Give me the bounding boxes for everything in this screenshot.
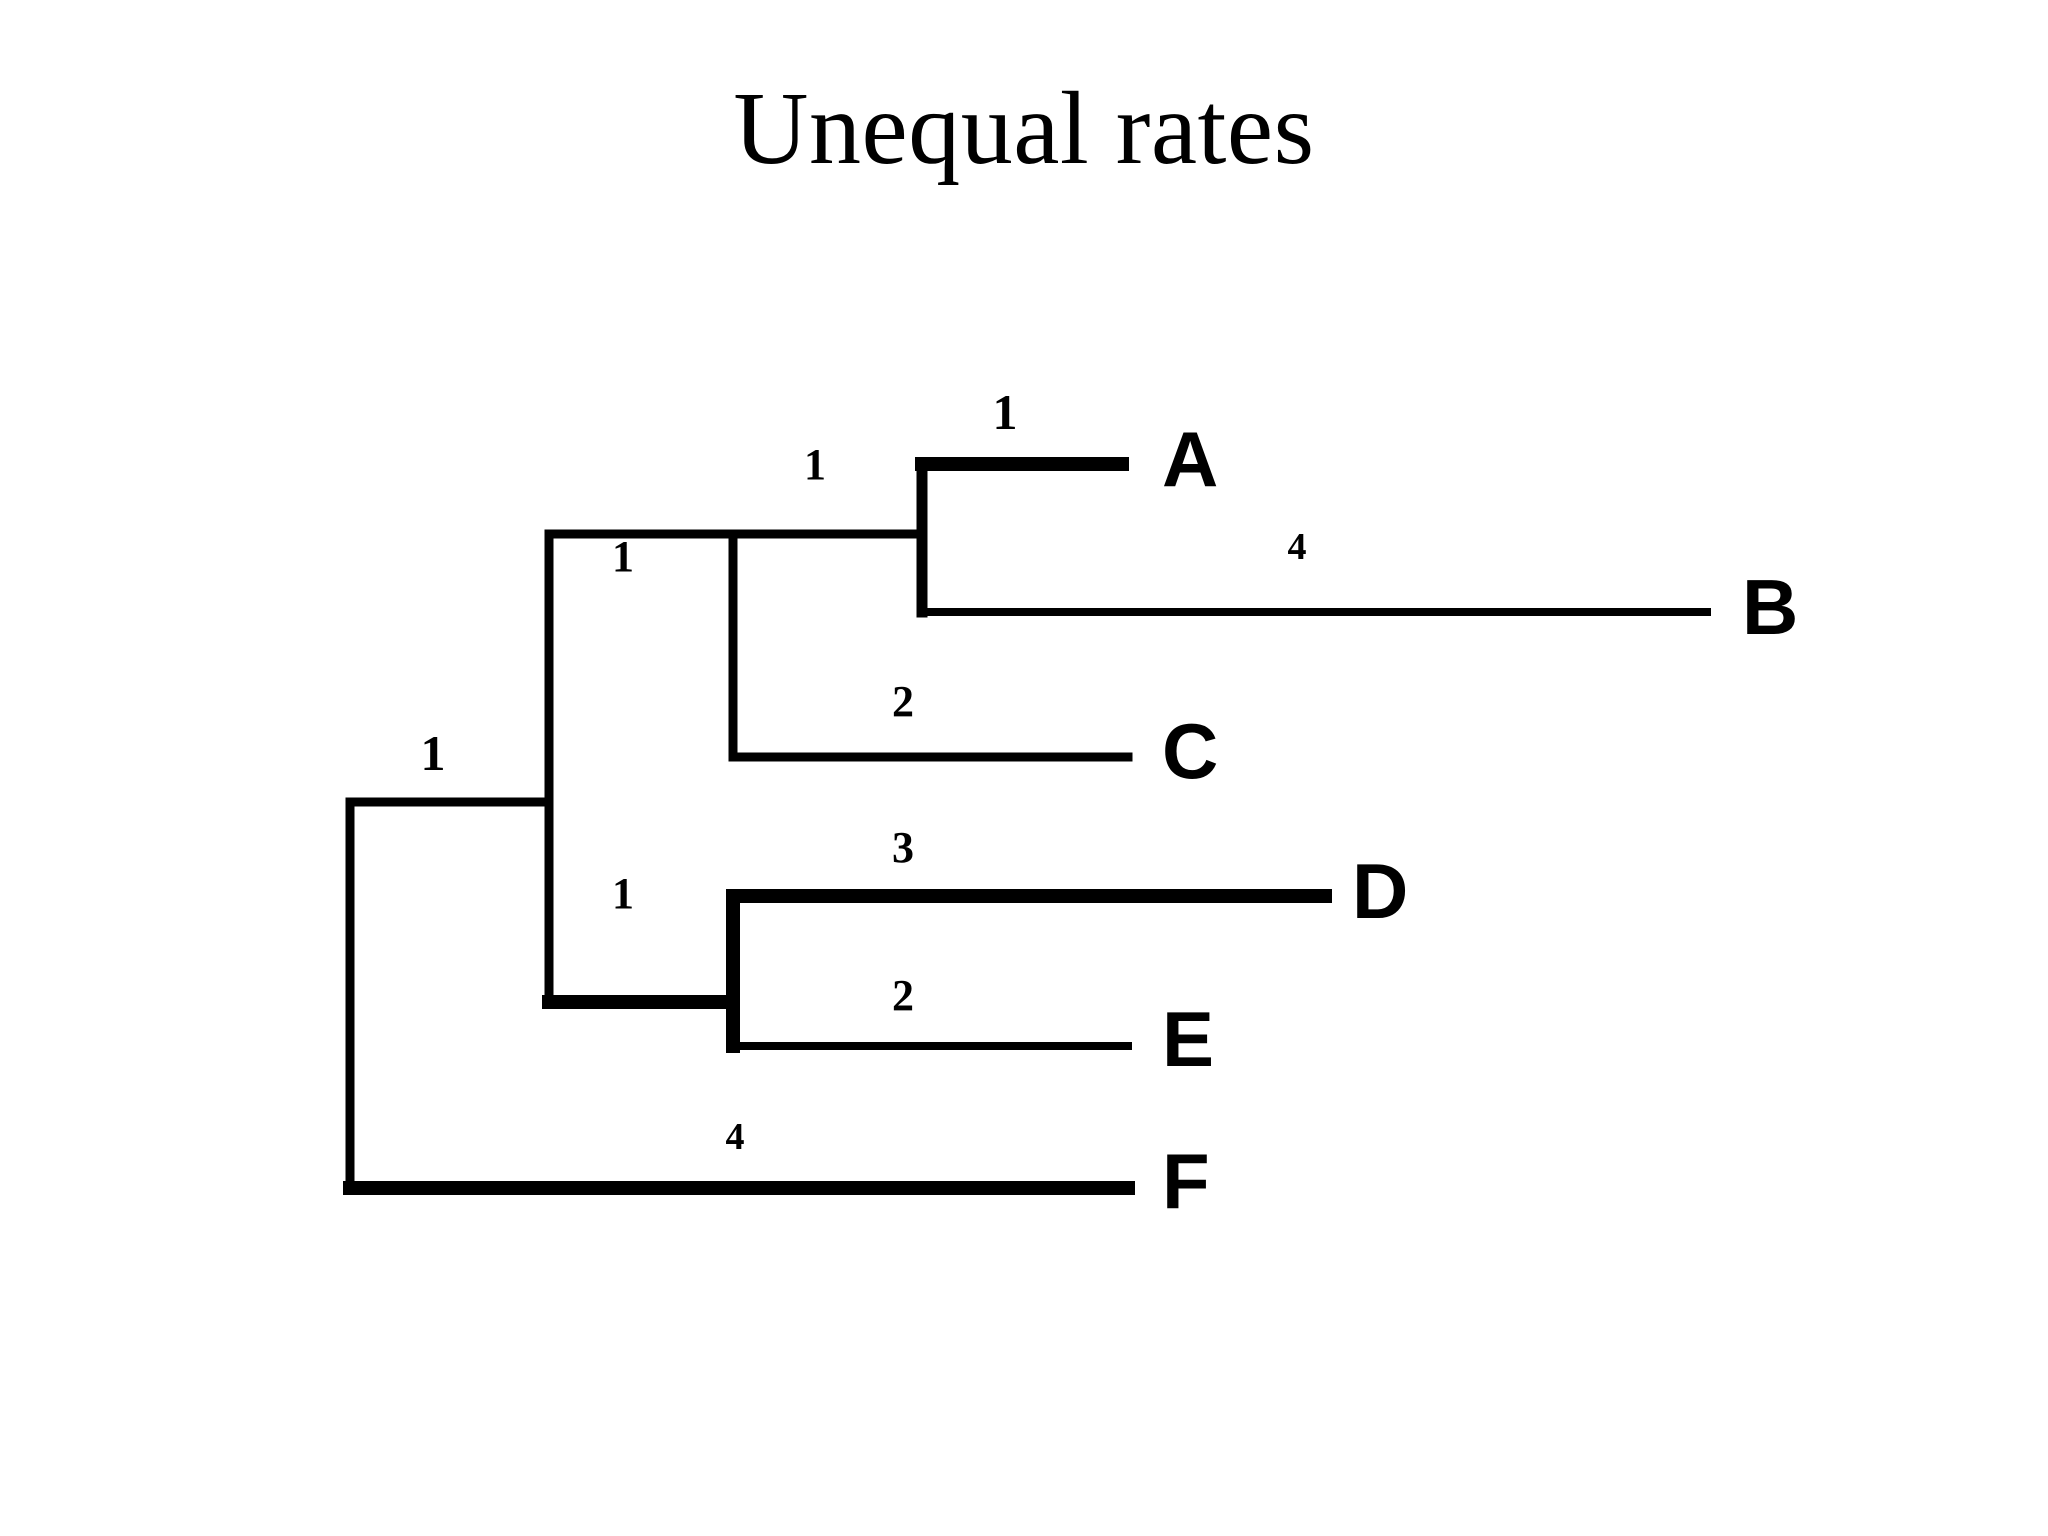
- branch-label-ab: 1: [804, 440, 826, 489]
- branch-label-e: 2: [892, 971, 914, 1020]
- branch-label-c: 2: [892, 677, 914, 726]
- branch-label-f: 4: [725, 1116, 745, 1158]
- taxon-label-e: E: [1162, 995, 1215, 1083]
- taxon-label-b: B: [1742, 563, 1799, 651]
- taxon-label-c: C: [1162, 707, 1219, 795]
- taxon-label-f: F: [1162, 1137, 1210, 1225]
- branch-label-d: 3: [892, 823, 914, 872]
- branch-label-de: 1: [612, 869, 634, 918]
- branch-label-root: 1: [420, 725, 446, 781]
- branch-label-b: 4: [1287, 526, 1307, 568]
- page-title: Unequal rates: [733, 71, 1315, 186]
- taxon-label-d: D: [1352, 847, 1409, 935]
- branch-label-a: 1: [992, 384, 1018, 440]
- branch-label-abc: 1: [612, 532, 634, 581]
- taxon-label-a: A: [1162, 415, 1219, 503]
